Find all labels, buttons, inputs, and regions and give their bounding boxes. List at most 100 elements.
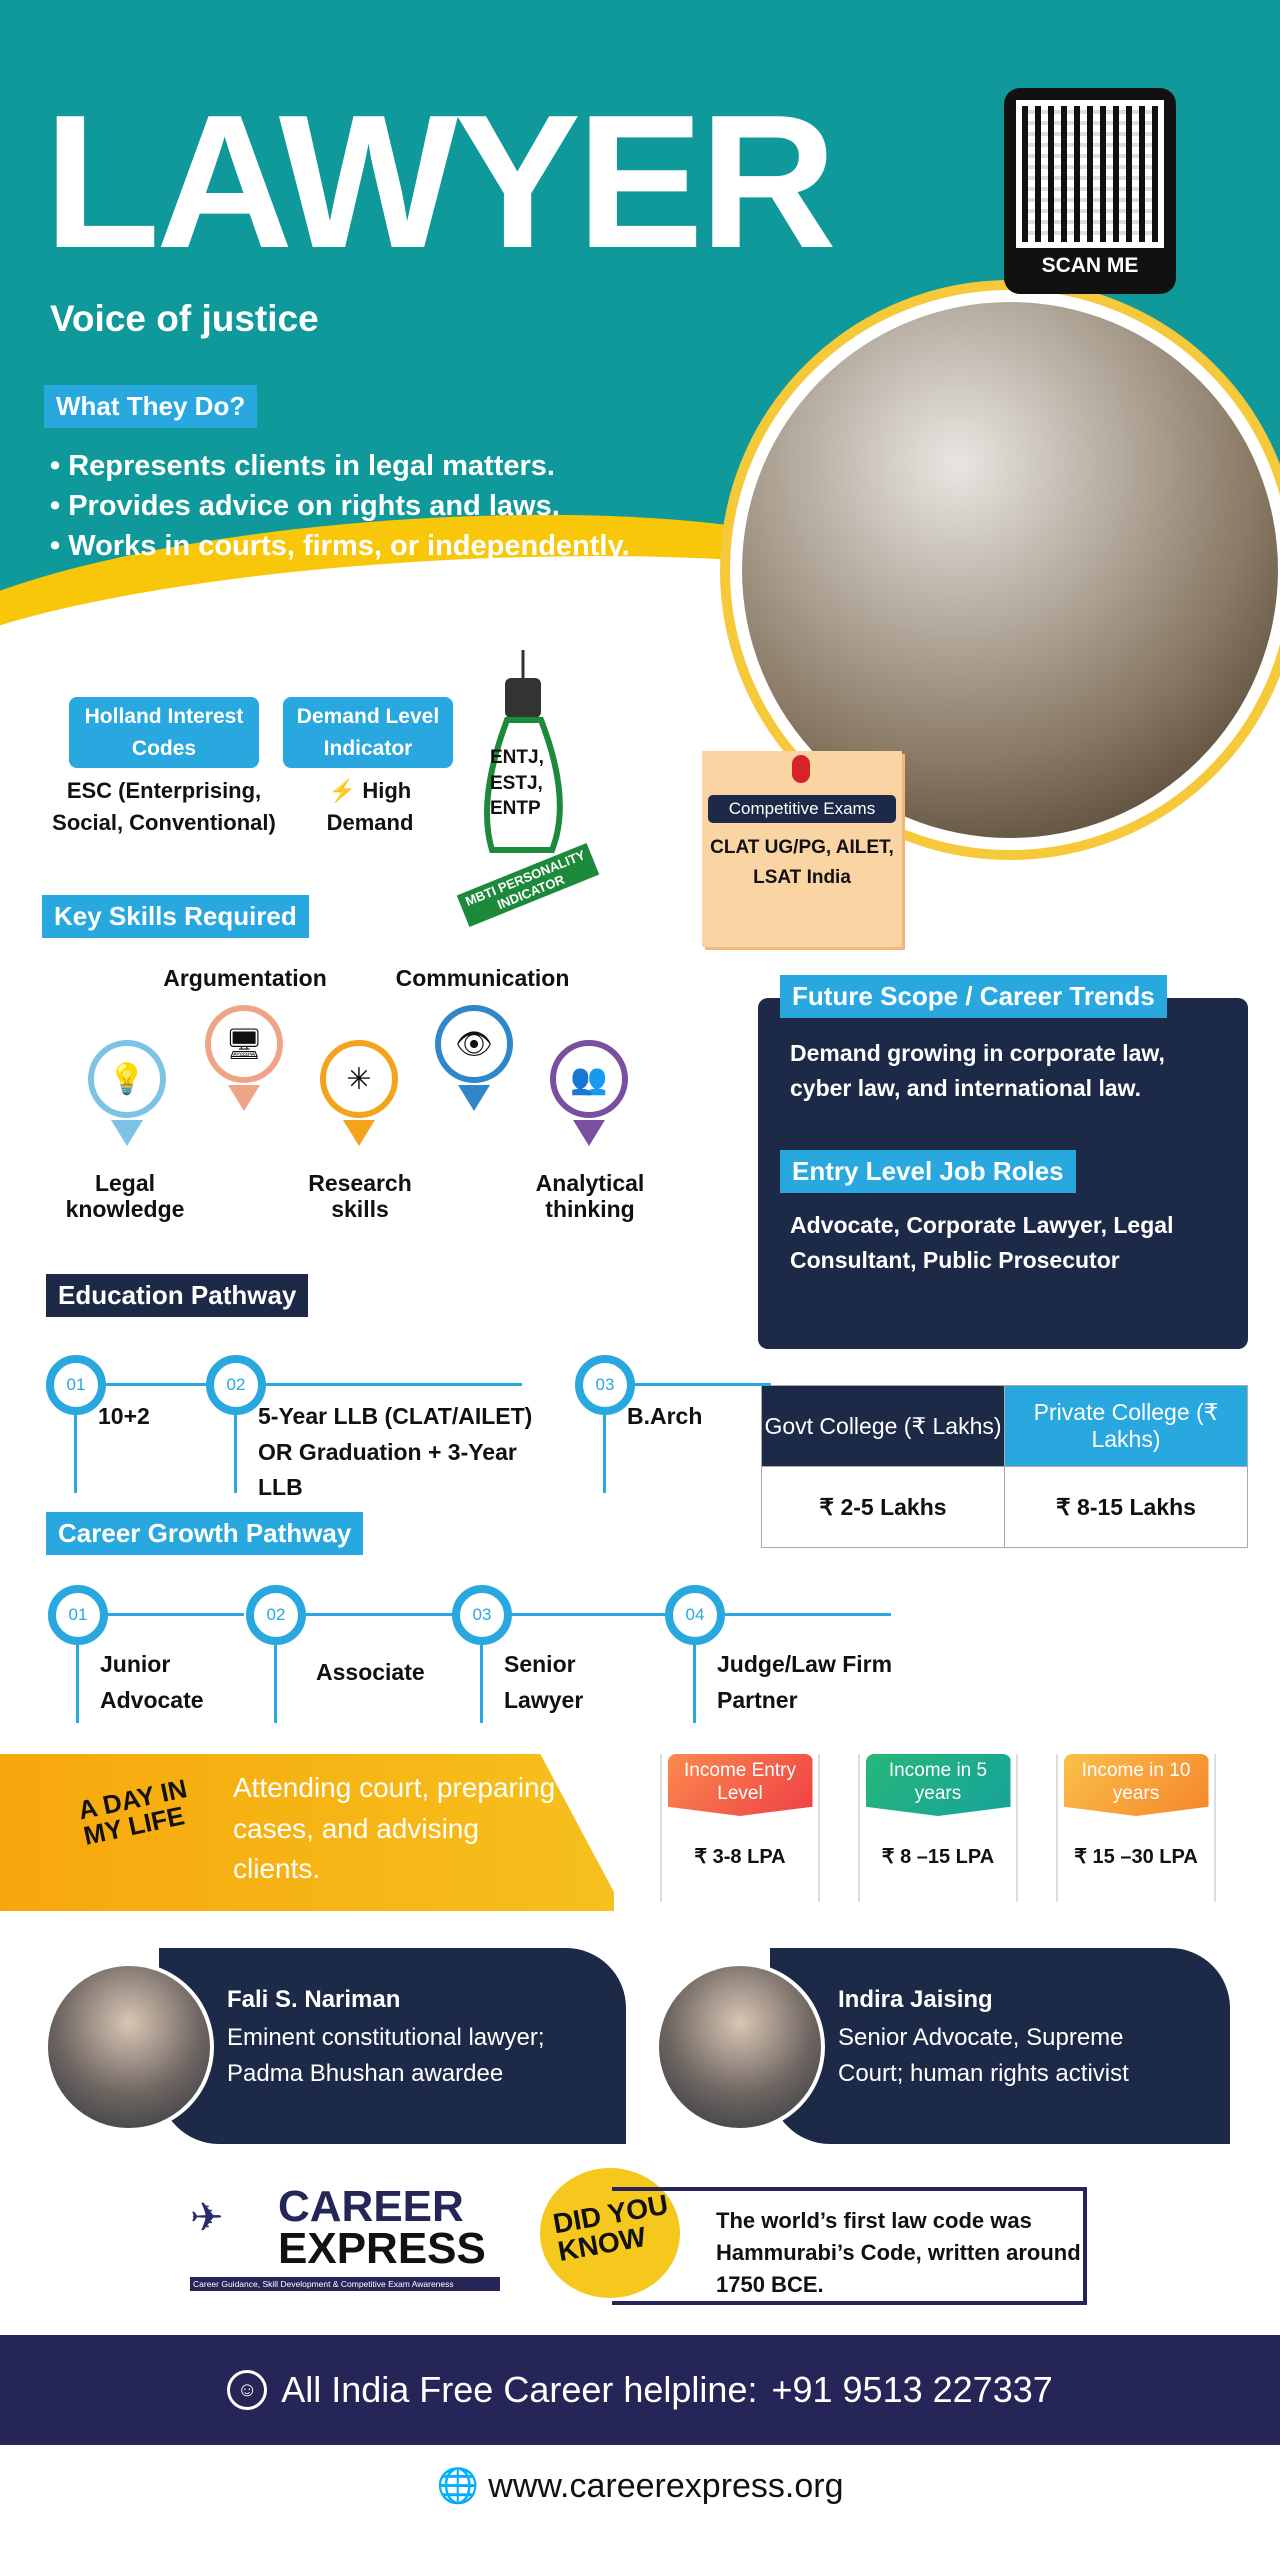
person-desc: Eminent constitutional lawyer; Padma Bhu…: [227, 2024, 545, 2087]
skill-pin: 👥: [550, 1040, 628, 1146]
notable-person-card: Fali S. Nariman Eminent constitutional l…: [44, 1948, 626, 2144]
person-name: Fali S. Nariman: [227, 1986, 401, 2013]
helpline-band: ☺ All India Free Career helpline: +91 95…: [0, 2335, 1280, 2445]
bullet-text: Represents clients in legal matters.: [68, 450, 555, 482]
day-in-life-text: Attending court, preparing cases, and ad…: [233, 1772, 556, 1885]
skill-icon: 💡: [88, 1040, 166, 1118]
day-in-life-band: [0, 1754, 614, 1911]
fee-header-private: Private College (₹ Lakhs): [1004, 1385, 1248, 1467]
fee-private: ₹ 8-15 Lakhs: [1004, 1466, 1248, 1548]
skill-label-legal: Legal knowledge: [65, 1170, 185, 1223]
growth-step: 03 Senior Lawyer: [452, 1585, 698, 1723]
demand-text: High Demand: [326, 778, 414, 835]
helpline-label: All India Free Career helpline:: [281, 2369, 758, 2410]
fee-govt: ₹ 2-5 Lakhs: [761, 1466, 1005, 1548]
income-value: ₹ 3-8 LPA: [694, 1846, 786, 1868]
education-step: 03 B.Arch: [575, 1355, 771, 1493]
mbti-type: ESTJ,: [490, 772, 543, 794]
skill-icon: 👁: [435, 1005, 513, 1083]
person-desc: Senior Advocate, Supreme Court; human ri…: [838, 2024, 1129, 2087]
skill-label-communication: Communication: [395, 965, 570, 991]
education-step: 01 10+2: [46, 1355, 232, 1493]
growth-step: 04 Judge/Law Firm Partner: [665, 1585, 892, 1723]
entry-roles-text: Advocate, Corporate Lawyer, Legal Consul…: [790, 1212, 1174, 1273]
exams-value: CLAT UG/PG, AILET, LSAT India: [710, 837, 894, 889]
lightbulb-icon: [484, 650, 563, 853]
brand-name-1: CAREER: [278, 2182, 464, 2231]
step-number: 03: [575, 1355, 635, 1415]
what-they-do-label: What They Do?: [44, 385, 258, 428]
step-number: 01: [46, 1355, 106, 1415]
income-label: Income Entry Level: [667, 1754, 813, 1816]
education-label: Education Pathway: [46, 1274, 309, 1317]
future-scope-label: Future Scope / Career Trends: [780, 975, 1167, 1018]
skill-label-argumentation: Argumentation: [163, 965, 327, 991]
mbti-type: ENTJ,: [490, 747, 544, 768]
step-text: Judge/Law Firm Partner: [717, 1651, 893, 1713]
step-number: 02: [206, 1355, 266, 1415]
income-card: Income in 5 years ₹ 8 –15 LPA: [858, 1754, 1018, 1902]
fact-text: The world’s first law code was Hammurabi…: [716, 2208, 1081, 2297]
growth-step: 02 Associate: [246, 1585, 472, 1723]
step-text: 10+2: [98, 1403, 150, 1429]
income-label: Income in 10 years: [1063, 1754, 1209, 1816]
fee-header-govt: Govt College (₹ Lakhs): [761, 1385, 1005, 1467]
income-value: ₹ 15 –30 LPA: [1074, 1846, 1198, 1868]
scan-me-label: SCAN ME: [1041, 254, 1139, 277]
income-card: Income Entry Level ₹ 3-8 LPA: [660, 1754, 820, 1902]
notable-person-card: Indira Jaising Senior Advocate, Supreme …: [655, 1948, 1230, 2144]
person-photo: [655, 1962, 825, 2132]
holland-value: ESC (Enterprising, Social, Conventional): [52, 778, 276, 835]
skill-label-research: Research skills: [308, 1170, 412, 1223]
skill-icon: 👥: [550, 1040, 628, 1118]
step-text: Associate: [316, 1659, 425, 1685]
bullet-1: • Represents clients in legal matters.: [50, 450, 555, 482]
skill-pin: 🖥: [205, 1005, 283, 1111]
exams-note: Competitive Exams CLAT UG/PG, AILET, LSA…: [702, 751, 902, 947]
mbti-types: ENTJ, ESTJ, ENTP: [490, 745, 560, 822]
career-growth-label: Career Growth Pathway: [46, 1512, 364, 1555]
income-value: ₹ 8 –15 LPA: [881, 1846, 995, 1868]
did-you-know-fact: The world’s first law code was Hammurabi…: [612, 2187, 1087, 2305]
skill-label-analytical: Analytical thinking: [535, 1170, 645, 1223]
income-label: Income in 5 years: [865, 1754, 1011, 1816]
step-number: 04: [665, 1585, 725, 1645]
skill-pin: 👁: [435, 1005, 513, 1111]
support-agent-icon: ☺: [227, 2370, 268, 2410]
mbti-type: ENTP: [490, 798, 541, 820]
paper-plane-icon: ✈: [190, 2196, 224, 2240]
step-number: 03: [452, 1585, 512, 1645]
pushpin-icon: [792, 755, 810, 783]
step-text: Senior Lawyer: [504, 1651, 584, 1713]
step-number: 01: [48, 1585, 108, 1645]
key-skills-label: Key Skills Required: [42, 895, 309, 938]
brand-tagline: Career Guidance, Skill Development & Com…: [190, 2277, 500, 2291]
step-number: 02: [246, 1585, 306, 1645]
helpline-phone[interactable]: +91 9513 227337: [771, 2369, 1053, 2410]
exams-label: Competitive Exams: [708, 795, 896, 823]
qr-code-icon: [1016, 100, 1164, 248]
education-step: 02 5-Year LLB (CLAT/AILET) OR Graduation…: [206, 1355, 532, 1500]
growth-step: 01 Junior Advocate: [48, 1585, 244, 1723]
bullet-2: • Provides advice on rights and laws.: [50, 490, 560, 522]
demand-value: ⚡ High Demand: [300, 775, 440, 839]
page-title: LAWYER: [44, 76, 837, 288]
lightning-icon: ⚡: [328, 778, 357, 803]
skill-icon: ✳: [320, 1040, 398, 1118]
subtitle: Voice of justice: [50, 298, 319, 339]
step-text: Junior Advocate: [100, 1651, 204, 1713]
qr-code[interactable]: SCAN ME: [1004, 88, 1176, 294]
brand-name-2: EXPRESS: [278, 2224, 486, 2273]
entry-roles-label: Entry Level Job Roles: [780, 1150, 1076, 1193]
skill-pin: 💡: [88, 1040, 166, 1146]
bullet-text: Works in courts, firms, or independently…: [68, 530, 630, 562]
website-link[interactable]: www.careerexpress.org: [488, 2467, 844, 2505]
future-text: Demand growing in corporate law, cyber l…: [790, 1040, 1165, 1101]
income-card: Income in 10 years ₹ 15 –30 LPA: [1056, 1754, 1216, 1902]
step-text: 5-Year LLB (CLAT/AILET) OR Graduation + …: [258, 1403, 533, 1501]
holland-label: Holland Interest Codes: [69, 697, 259, 768]
bullet-3: • Works in courts, firms, or independent…: [50, 530, 630, 562]
skill-pin: ✳: [320, 1040, 398, 1146]
fee-table: Govt College (₹ Lakhs)Private College (₹…: [761, 1385, 1248, 1548]
person-photo: [44, 1962, 214, 2132]
